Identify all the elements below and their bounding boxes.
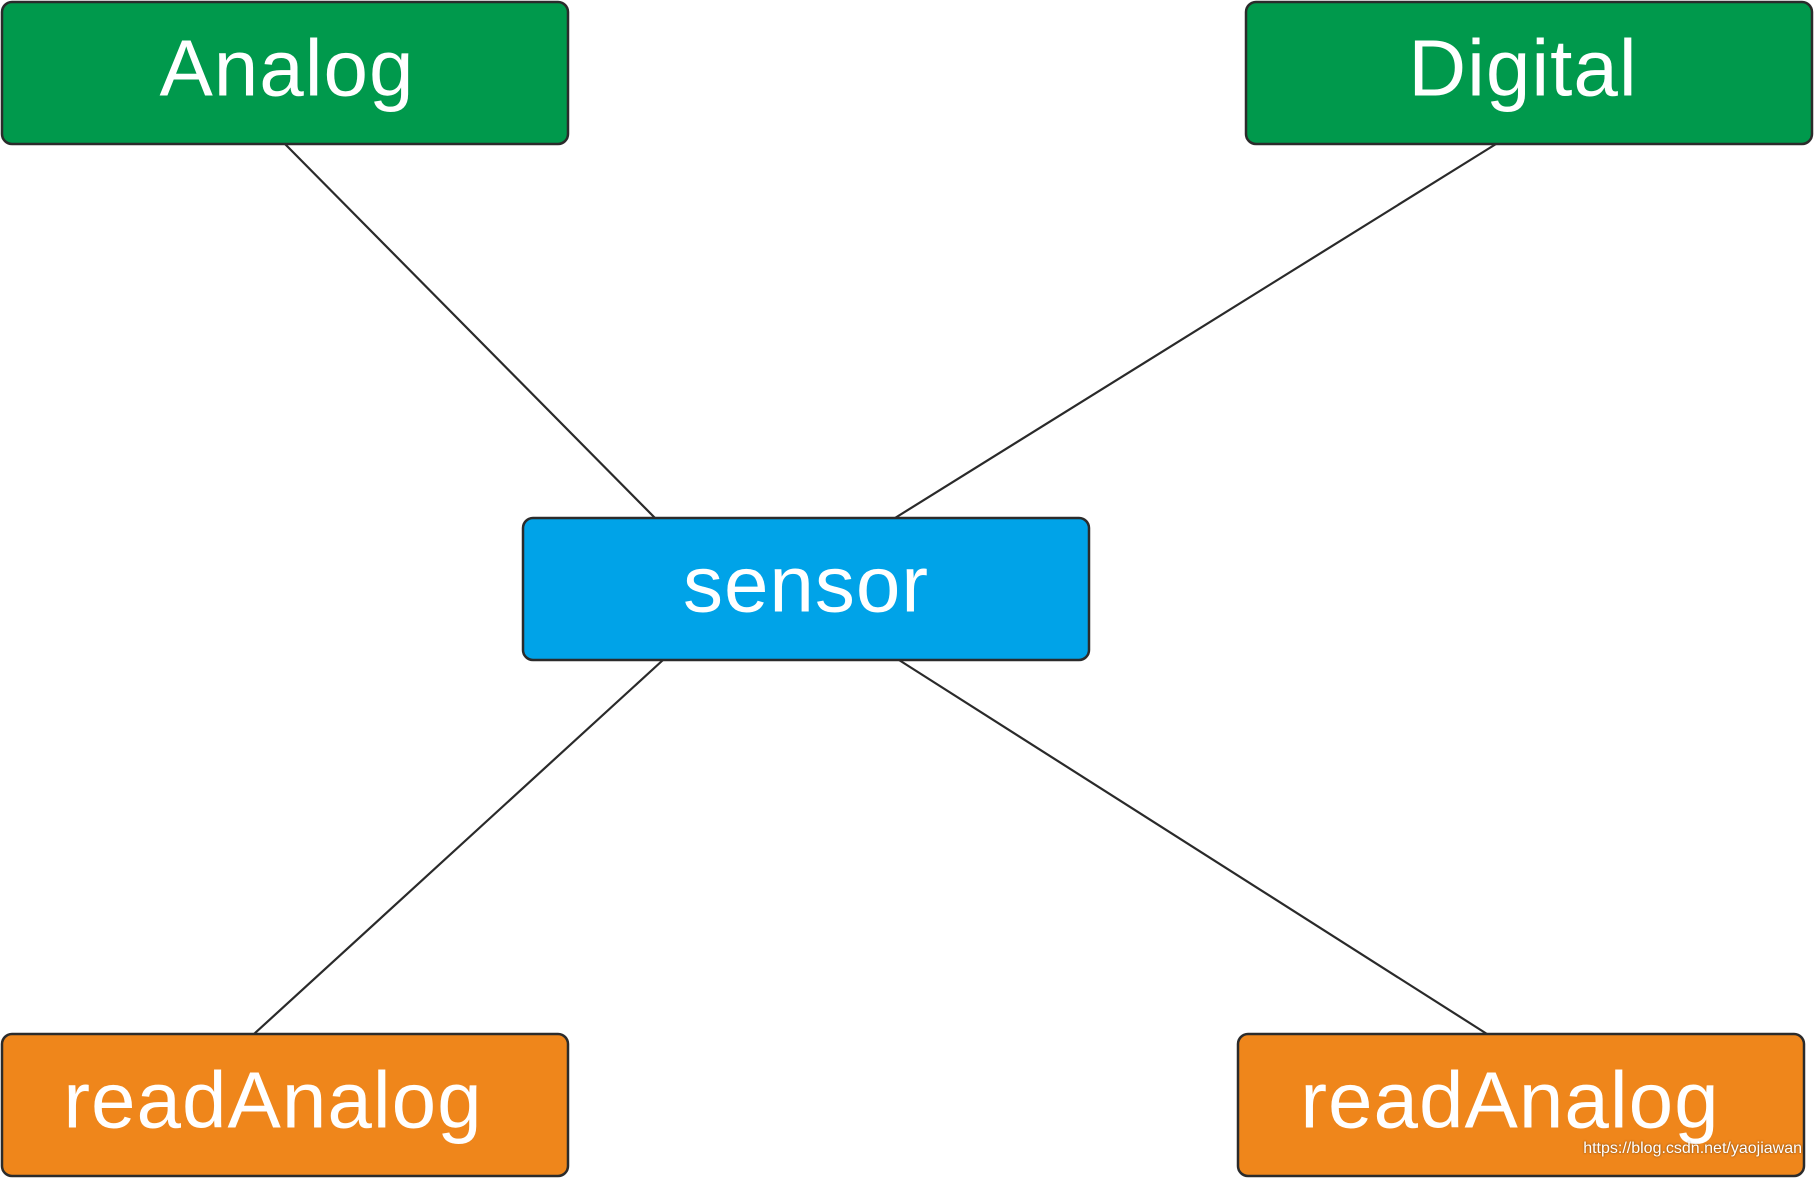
edge-sensor-read-analog-right <box>898 659 1488 1035</box>
node-sensor-box <box>521 516 1091 662</box>
edges <box>253 143 1497 1035</box>
node-digital: Digital <box>1244 0 1814 146</box>
node-sensor-label: sensor <box>683 540 929 629</box>
node-analog: Analog <box>0 0 570 146</box>
node-digital-label: Digital <box>1408 24 1637 113</box>
node-read-analog-right-box <box>1236 1032 1806 1178</box>
watermark-url: https://blog.csdn.net/yaojiawan <box>1583 1140 1802 1157</box>
node-read-analog-right-label: readAnalog <box>1300 1056 1719 1145</box>
edge-sensor-read-analog-left <box>253 659 664 1035</box>
node-analog-box <box>0 0 570 146</box>
edge-digital-sensor <box>894 143 1497 519</box>
node-read-analog-right: readAnalog <box>1236 1032 1806 1178</box>
node-read-analog-left-box <box>0 1032 570 1178</box>
node-sensor: sensor <box>521 516 1091 662</box>
node-analog-label: Analog <box>159 24 414 113</box>
node-read-analog-left: readAnalog <box>0 1032 570 1178</box>
node-read-analog-left-label: readAnalog <box>63 1056 482 1145</box>
node-digital-box <box>1244 0 1814 146</box>
edge-analog-sensor <box>284 143 656 519</box>
